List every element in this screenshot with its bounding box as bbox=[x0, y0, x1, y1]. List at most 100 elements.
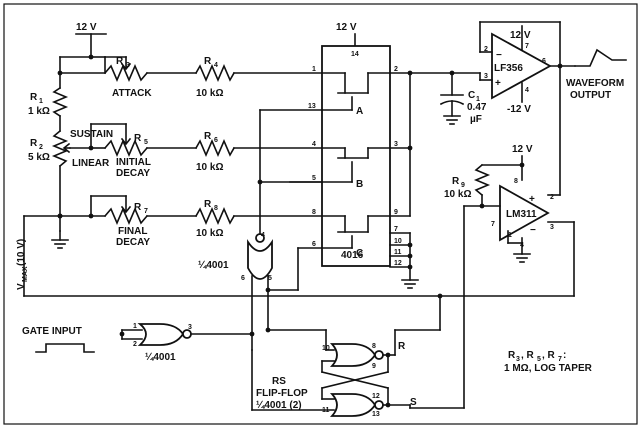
supply-12v-left: 12 V bbox=[76, 22, 97, 33]
rs-flipflop: 10 8 9 11 12 13 RS FLIP-FLOP ¼4001 (2) R… bbox=[256, 341, 417, 418]
svg-text:INITIAL: INITIAL bbox=[116, 157, 151, 168]
supply-12v-comparator: 12 V bbox=[512, 144, 533, 155]
linear-label: LINEAR bbox=[72, 158, 110, 169]
supply-neg-12v: -12 V bbox=[507, 104, 531, 115]
svg-text:3: 3 bbox=[484, 73, 488, 80]
svg-text:RS: RS bbox=[272, 376, 286, 387]
svg-text:B: B bbox=[356, 179, 363, 190]
svg-text:FLIP-FLOP: FLIP-FLOP bbox=[256, 388, 308, 399]
switch-b: B bbox=[321, 147, 391, 190]
svg-text:R: R bbox=[398, 341, 406, 352]
waveform-glyph bbox=[574, 48, 627, 67]
waveform-output-label-1: WAVEFORM bbox=[566, 78, 624, 89]
svg-text:10 kΩ: 10 kΩ bbox=[196, 228, 223, 239]
svg-text:DECAY: DECAY bbox=[116, 237, 150, 248]
svg-text:MAX: MAX bbox=[22, 266, 29, 282]
svg-text:R: R bbox=[204, 131, 212, 142]
svg-text:2: 2 bbox=[394, 66, 398, 73]
svg-text:4: 4 bbox=[312, 141, 316, 148]
svg-text:4: 4 bbox=[261, 232, 265, 239]
ff-gate-label: ¼4001 (2) bbox=[256, 400, 302, 411]
svg-text:3: 3 bbox=[394, 141, 398, 148]
svg-text:C: C bbox=[468, 90, 475, 101]
svg-text:12: 12 bbox=[372, 393, 380, 400]
svg-text:R: R bbox=[508, 350, 516, 361]
svg-text:7: 7 bbox=[144, 208, 148, 215]
svg-text:0.47: 0.47 bbox=[467, 102, 487, 113]
svg-text:, R: , R bbox=[521, 350, 535, 361]
svg-text:−: − bbox=[530, 225, 536, 236]
svg-text:9: 9 bbox=[394, 209, 398, 216]
svg-text:10 kΩ: 10 kΩ bbox=[444, 189, 471, 200]
svg-text:6: 6 bbox=[312, 241, 316, 248]
attack-label: ATTACK bbox=[112, 88, 152, 99]
svg-text:10: 10 bbox=[394, 238, 402, 245]
ground-comparator bbox=[513, 253, 531, 263]
nor-gate-input: 1 2 3 ¼4001 bbox=[133, 323, 192, 363]
svg-text:14: 14 bbox=[351, 51, 359, 58]
svg-text:5: 5 bbox=[268, 275, 272, 282]
svg-text:1: 1 bbox=[508, 232, 512, 239]
svg-text:7: 7 bbox=[394, 226, 398, 233]
r5-initial-decay-pot: R 5 INITIAL DECAY bbox=[103, 123, 151, 179]
svg-text:, R: , R bbox=[542, 350, 556, 361]
svg-text:3: 3 bbox=[550, 224, 554, 231]
svg-text:7: 7 bbox=[491, 221, 495, 228]
svg-text:6: 6 bbox=[542, 58, 546, 65]
svg-text:7: 7 bbox=[558, 356, 562, 363]
r6-resistor: R 6 10 kΩ bbox=[194, 131, 236, 173]
nor-gate-4001-top: 4 6 5 ¼4001 bbox=[198, 232, 273, 282]
svg-text:5: 5 bbox=[312, 175, 316, 182]
svg-text:V: V bbox=[16, 283, 27, 290]
svg-text:R: R bbox=[204, 56, 212, 67]
svg-text:FINAL: FINAL bbox=[118, 226, 147, 237]
svg-text:+: + bbox=[495, 78, 501, 89]
svg-text:LF356: LF356 bbox=[494, 63, 523, 74]
svg-text:4: 4 bbox=[214, 62, 218, 69]
svg-text:R: R bbox=[204, 199, 212, 210]
svg-text:13: 13 bbox=[372, 411, 380, 418]
svg-text::: : bbox=[563, 350, 566, 361]
r3-attack-pot: R 3 ATTACK bbox=[103, 56, 152, 99]
svg-text:µF: µF bbox=[470, 114, 482, 125]
opamp-lf356 bbox=[491, 32, 552, 100]
svg-text:11: 11 bbox=[394, 249, 402, 256]
svg-text:5: 5 bbox=[537, 356, 541, 363]
svg-text:3: 3 bbox=[188, 324, 192, 331]
ground-chip bbox=[401, 279, 419, 289]
svg-text:2: 2 bbox=[39, 144, 43, 151]
pot-taper-note: R 3 , R 5 , R 7 : 1 MΩ, LOG TAPER bbox=[504, 350, 593, 374]
svg-text:2: 2 bbox=[550, 194, 554, 201]
capacitor-c1: C 1 0.47 µF bbox=[439, 72, 487, 125]
svg-text:8: 8 bbox=[214, 205, 218, 212]
r1-resistor: R 1 1 kΩ bbox=[28, 86, 69, 118]
nor-top-label: ¼4001 bbox=[198, 260, 229, 271]
svg-text:9: 9 bbox=[372, 363, 376, 370]
ground-left bbox=[51, 239, 69, 249]
chip-4016-label: 4016 bbox=[341, 250, 364, 261]
svg-text:6: 6 bbox=[214, 137, 218, 144]
vmax-label: V MAX (10 V) bbox=[16, 239, 29, 290]
svg-text:8: 8 bbox=[514, 178, 518, 185]
comparator-lm311 bbox=[499, 184, 550, 242]
supply-12v-chip: 12 V bbox=[336, 22, 357, 33]
svg-text:R: R bbox=[134, 202, 142, 213]
svg-text:LM311: LM311 bbox=[506, 209, 537, 220]
svg-text:C: C bbox=[356, 248, 363, 259]
svg-text:R: R bbox=[452, 176, 460, 187]
r4-resistor: R 4 10 kΩ bbox=[194, 56, 236, 99]
chip-4016 bbox=[321, 45, 391, 267]
svg-text:10 kΩ: 10 kΩ bbox=[196, 162, 223, 173]
svg-text:3: 3 bbox=[516, 356, 520, 363]
svg-text:R: R bbox=[134, 133, 142, 144]
svg-text:(10 V): (10 V) bbox=[16, 239, 27, 266]
svg-text:5 kΩ: 5 kΩ bbox=[28, 152, 50, 163]
svg-text:1 MΩ, LOG TAPER: 1 MΩ, LOG TAPER bbox=[504, 363, 593, 374]
svg-text:+: + bbox=[529, 194, 535, 205]
svg-text:A: A bbox=[356, 106, 363, 117]
r9-resistor: R 9 10 kΩ bbox=[444, 163, 491, 200]
svg-text:1: 1 bbox=[133, 323, 137, 330]
svg-text:1: 1 bbox=[39, 98, 43, 105]
svg-text:1: 1 bbox=[312, 66, 316, 73]
svg-text:7: 7 bbox=[525, 43, 529, 50]
